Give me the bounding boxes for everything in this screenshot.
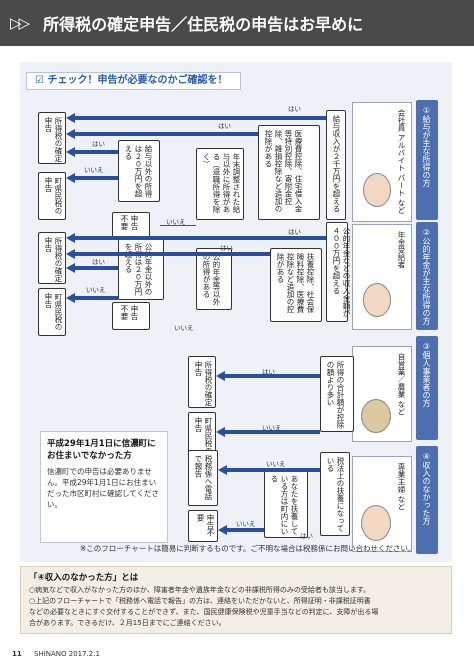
yes-label: はい [262, 368, 275, 376]
footnote: ※このフローチャートは簡易に判断するものです。ご不明な場合は税務係にお問い合わせ… [80, 544, 416, 553]
no-label: いいえ [86, 286, 106, 294]
section-1-out-town: 町県民税の申告 [38, 172, 66, 220]
office-worker-illustration [363, 173, 391, 207]
section-1-q2: 医療費控除、住宅借入金等特別控除、寄附金控除、雑損控除など追加の控除がある [258, 125, 320, 220]
arrow-icon [66, 293, 75, 303]
section-3-out-confirm: 所得税の確定申告 [188, 356, 216, 408]
no-label: いいえ [166, 218, 186, 226]
definition-heading: 「④収入のなかった方」とは [29, 573, 139, 583]
flow-line [224, 374, 320, 378]
note-heading: 平成29年1月1日に信濃町にお住まいでなかった方 [47, 439, 156, 461]
no-label: いいえ [236, 520, 256, 528]
section-2-who: 年金受給者 [397, 231, 406, 269]
flow-line [74, 236, 326, 240]
definition-line: ○病気などで収入がなかった方のほか、障害者年金や遺族年金などの非課税所得のみの受… [29, 586, 371, 594]
yes-label: はい [288, 105, 301, 113]
definition-line: ○上記のフローチャートで「税務係へ電話で報告」の方は、連絡をいただかないと、所得… [29, 597, 371, 605]
page-title: 所得税の確定申告／住民税の申告はお早めに [43, 15, 364, 34]
yes-label: はい [288, 228, 301, 236]
flow-line [224, 430, 320, 434]
section-3-person-box: 自営業／農業 など [352, 346, 412, 442]
note-body: 信濃町での申告は必要ありません。平成29年1月1日にお住まいだった市区町村に確認… [47, 467, 160, 509]
arrow-icon [66, 263, 75, 273]
flow-line [160, 225, 196, 226]
yes-label: はい [92, 140, 105, 148]
flow-line [74, 150, 118, 154]
definition-line: 合があります。できるだけ、２月15日までにご連絡ください。 [29, 619, 226, 627]
arrow-icon [66, 147, 75, 157]
section-2-out-town: 町県民税の申告 [38, 288, 66, 336]
housewife-illustration [361, 505, 391, 541]
section-4-q1: 税法上の扶養になっている [320, 452, 350, 536]
no-label: いいえ [262, 424, 282, 432]
section-1-out-none: 申告不要 [112, 212, 150, 240]
section-2-q3: 公的年金等以外の所得がある [196, 248, 232, 310]
arrow-icon [66, 249, 75, 259]
flow-line [226, 528, 264, 532]
flow-line [74, 296, 118, 300]
flow-line [74, 132, 258, 136]
section-2-person-box: 年金受給者 [352, 224, 412, 330]
section-tab-4: ④収入のなかった方 [416, 446, 438, 554]
section-4-q2: あなたを扶養している方は町内にいる [264, 470, 308, 538]
arrow-icon [218, 465, 227, 475]
section-2-q4: 公的年金以外の所得は２０万円を超える [118, 238, 164, 300]
section-1-out-confirm: 所得税の確定申告 [38, 112, 66, 164]
section-3-q1: 所得の合計額が控除の額より多い [320, 356, 354, 432]
arrow-icon [66, 233, 75, 243]
yes-label: はい [92, 258, 105, 266]
flow-line [74, 116, 326, 120]
arrow-icon [66, 173, 75, 183]
page-number: 11 [12, 650, 22, 658]
arrow-icon [218, 525, 227, 535]
section-1-who: 会社員 アルバイト パート など [397, 109, 406, 214]
page-header: ▷▷ 所得税の確定申告／住民税の申告はお早めに [0, 0, 474, 46]
arrow-icon [216, 427, 225, 437]
section-4-out-none: 申告不要 [188, 510, 218, 542]
definition-box: 「④収入のなかった方」とは ○病気などで収入がなかった方のほか、障害者年金や遺族… [20, 566, 452, 634]
arrow-icon [66, 129, 75, 139]
flow-line [74, 266, 118, 270]
section-2-q1: 公的年金などの収入金額が４００万円を超える [326, 222, 351, 322]
section-1-q3: 年末調整された給与以外に所得がある（退職所得を除く） [196, 148, 244, 220]
section-tab-3: ③個人事業者の方 [416, 336, 438, 440]
section-tab-1: ①給与が主な所得の方 [416, 100, 438, 220]
section-1-person-box: 会社員 アルバイト パート など [352, 102, 412, 222]
no-label: いいえ [174, 324, 194, 332]
arrow-icon [216, 371, 225, 381]
section-1-q1: 給与収入が２千万円を超える [326, 110, 346, 220]
yes-label: はい [218, 122, 231, 130]
flow-line [226, 468, 320, 472]
farmer-illustration [361, 399, 391, 433]
double-triangle-icon: ▷▷ [10, 14, 30, 32]
magazine-issue: SHINANO 2017.2.1 [34, 650, 100, 658]
definition-line: などの必要なときにすぐ交付することができず、また、国民健康保険税や児童手当などの… [29, 608, 379, 616]
no-label: いいえ [84, 166, 104, 174]
yes-label: はい [300, 532, 313, 540]
check-heading: ☑ チェック！申告が必要なのかご確認を！ [26, 72, 241, 90]
section-2-out-none: 申告不要 [112, 302, 150, 330]
section-4-person-box: 専業主婦 など [352, 456, 412, 552]
no-label: いいえ [266, 460, 286, 468]
section-tab-2: ②公的年金が主な所得の方 [416, 222, 438, 330]
section-1-q4: 給与以外の所得は２０万円を超える [118, 140, 160, 202]
elderly-illustration [363, 283, 391, 317]
not-resident-note: 平成29年1月1日に信濃町にお住まいでなかった方 信濃町での申告は必要ありません… [40, 431, 168, 543]
section-4-out-tel: 税務係へ電話で報告 [188, 450, 218, 506]
flow-line [74, 176, 118, 180]
section-3-who: 自営業／農業 など [397, 353, 406, 416]
flow-line [74, 252, 270, 256]
yes-label: はい [220, 244, 233, 252]
section-4-who: 専業主婦 など [397, 463, 406, 511]
arrow-icon [66, 113, 75, 123]
section-2-q2: 扶養控除、社会保険料控除、医療費控除など追加の控除がある [270, 248, 322, 322]
section-2-out-confirm: 所得税の確定申告 [38, 232, 66, 284]
